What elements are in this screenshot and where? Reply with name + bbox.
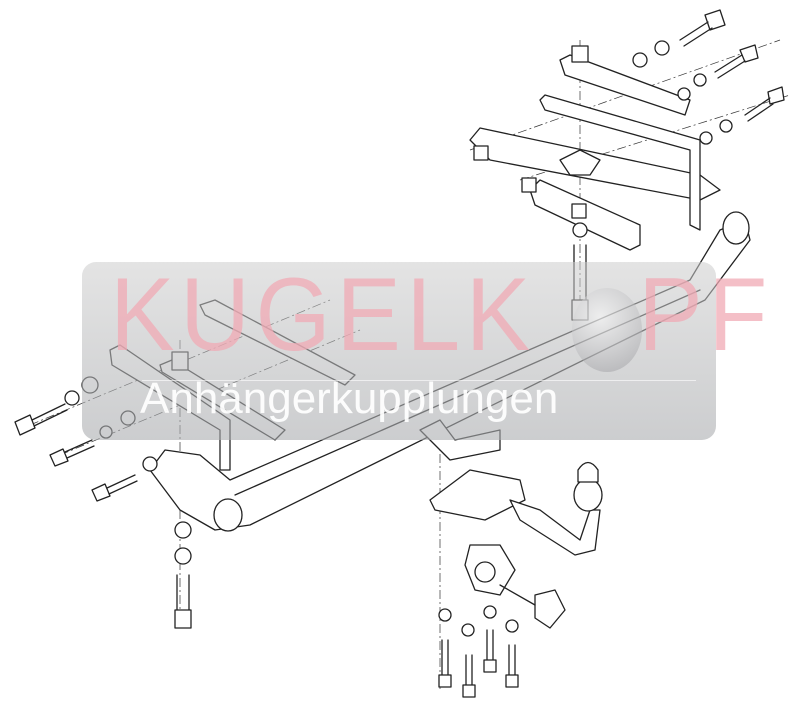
watermark-subtitle: Anhängerkupplungen xyxy=(140,374,559,423)
ball-coupling xyxy=(419,419,603,629)
watermark-divider xyxy=(142,380,696,381)
watermark-banner: KUGELK PF Anhängerkupplungen xyxy=(82,257,767,440)
watermark-title: KUGELK PF xyxy=(110,257,773,373)
right-bracket xyxy=(469,45,721,251)
tow-ball-icon xyxy=(572,288,642,372)
